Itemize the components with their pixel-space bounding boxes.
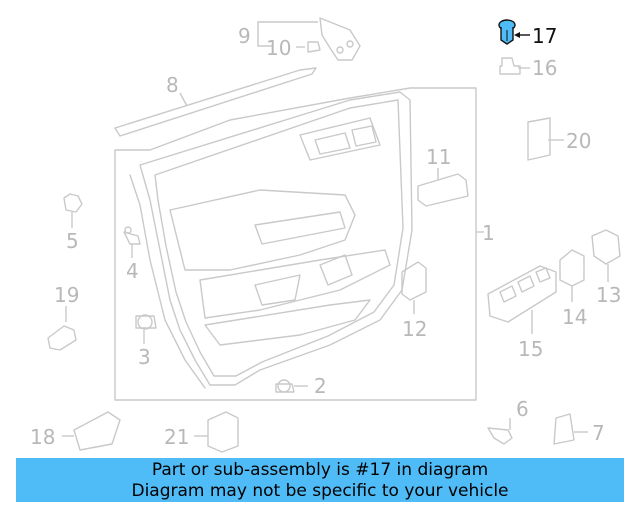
door-trim-panel-part xyxy=(129,91,413,389)
clip-17-part xyxy=(498,19,516,45)
door-panel-box xyxy=(114,87,477,401)
banner-line-disclaimer: Diagram may not be specific to your vehi… xyxy=(131,481,509,501)
callout-14: 14 xyxy=(562,305,587,329)
screw-4-part xyxy=(123,226,141,245)
belt-molding-part xyxy=(114,67,317,137)
callout-18: 18 xyxy=(30,425,55,449)
callout-6: 6 xyxy=(516,397,529,421)
callout-9: 9 xyxy=(238,24,251,48)
callout-11: 11 xyxy=(426,145,451,169)
callout-5: 5 xyxy=(66,229,79,253)
callout-10: 10 xyxy=(266,36,291,60)
callout-8: 8 xyxy=(166,73,179,97)
switch-19-part xyxy=(47,325,77,351)
switch-12-part xyxy=(401,261,427,301)
callout-20: 20 xyxy=(566,129,591,153)
pull-handle-11-part xyxy=(417,173,469,207)
clip-10-part xyxy=(307,41,321,53)
callout-17: 17 xyxy=(532,24,557,48)
callout-16: 16 xyxy=(532,56,557,80)
clip-7-part xyxy=(553,413,575,445)
callout-13: 13 xyxy=(596,283,621,307)
callout-4: 4 xyxy=(126,259,139,283)
mirror-cover-part xyxy=(319,17,361,61)
callout-12: 12 xyxy=(402,317,427,341)
screw-6-part xyxy=(487,427,513,445)
callout-1: 1 xyxy=(482,221,495,245)
screw-2-part xyxy=(275,379,295,393)
callout-2: 2 xyxy=(314,374,327,398)
switch-14-part xyxy=(559,249,585,287)
pad-18-part xyxy=(73,411,121,451)
callout-3: 3 xyxy=(138,345,151,369)
callout-21: 21 xyxy=(164,425,189,449)
callout-15: 15 xyxy=(518,337,543,361)
bracket-21-part xyxy=(207,411,239,453)
callout-7: 7 xyxy=(592,421,605,445)
banner-line-part-number: Part or sub-assembly is #17 in diagram xyxy=(151,460,489,480)
callout-19: 19 xyxy=(54,283,79,307)
clip-5-part xyxy=(63,193,83,213)
switch-13-part xyxy=(591,229,621,265)
window-switch-15-part xyxy=(487,265,557,323)
switch-bezel-20-part xyxy=(527,117,551,161)
screw-3-part xyxy=(135,314,157,330)
clip-16-part xyxy=(499,57,521,75)
fitment-notice-banner: Part or sub-assembly is #17 in diagram D… xyxy=(16,458,624,502)
